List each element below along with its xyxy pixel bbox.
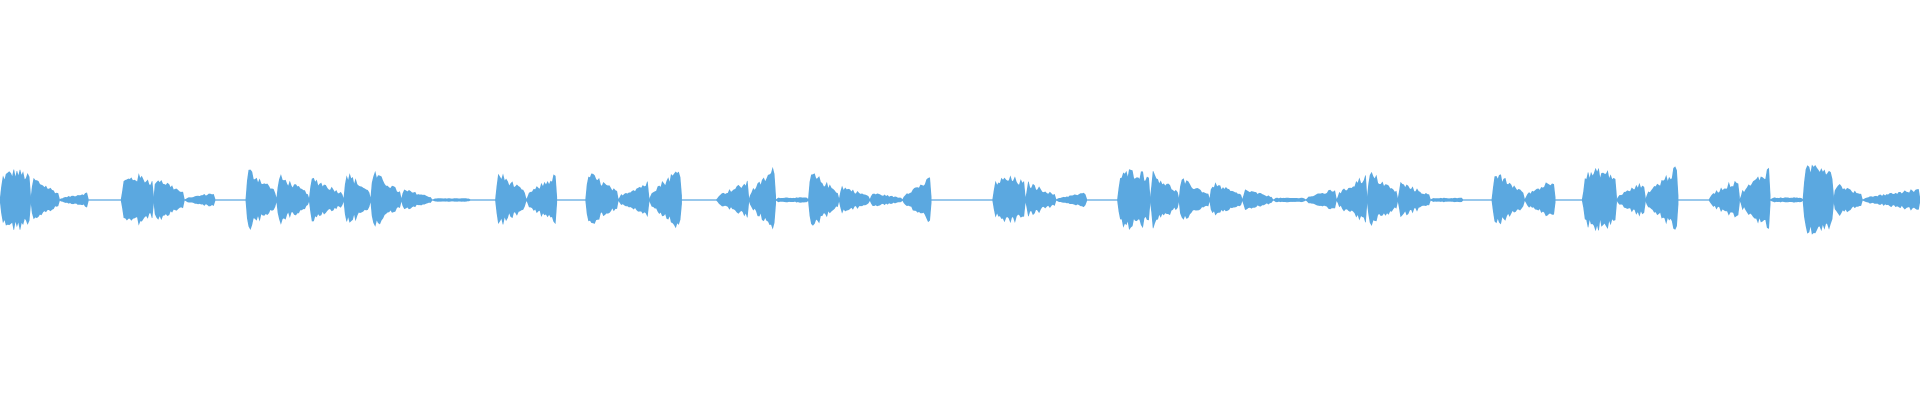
waveform-segment [1581, 167, 1617, 232]
waveform-segment [1616, 182, 1646, 217]
waveform-segment [992, 175, 1026, 224]
waveform-segments [0, 164, 1920, 235]
waveform-segment [838, 185, 871, 214]
waveform-segment [308, 177, 344, 222]
waveform-segment [748, 166, 776, 230]
waveform-segment [1397, 181, 1431, 218]
waveform-segment [1645, 166, 1679, 230]
waveform-segment [30, 177, 60, 220]
waveform-segment [1739, 167, 1771, 229]
waveform-segment [59, 192, 89, 208]
waveform-segment [153, 180, 185, 221]
waveform-segment [1769, 197, 1804, 203]
waveform-segment [1366, 171, 1399, 226]
waveform-segment [1241, 189, 1274, 211]
waveform-segment [495, 173, 527, 225]
waveform-segment [617, 181, 650, 218]
waveform-segment [1272, 197, 1306, 203]
waveform-segment [120, 173, 154, 226]
waveform-segment [1708, 180, 1740, 218]
waveform-segment [245, 169, 277, 230]
waveform-segment [585, 173, 619, 224]
waveform-segment [1429, 197, 1464, 203]
waveform-segment [775, 197, 809, 203]
waveform-segment [1305, 189, 1337, 210]
waveform-segment [343, 173, 371, 223]
waveform-segment [370, 170, 402, 227]
waveform-segment [1861, 189, 1920, 211]
waveform-segment [807, 173, 840, 226]
waveform-segment [1491, 174, 1525, 225]
waveform-segment [0, 169, 31, 230]
waveform-segment [525, 174, 558, 225]
waveform-segment [869, 193, 903, 207]
waveform-segment [648, 171, 682, 229]
waveform-segment [1524, 182, 1556, 217]
waveform-segment [276, 174, 310, 225]
waveform-segment [1178, 178, 1210, 220]
waveform-segment [1802, 164, 1834, 235]
waveform-segment [183, 193, 216, 207]
waveform-segment [902, 177, 932, 223]
waveform-segment [1335, 175, 1368, 223]
waveform-segment [400, 189, 433, 210]
waveform-segment [1833, 183, 1863, 217]
waveform-segment [1209, 182, 1243, 216]
waveform-segment [1024, 181, 1057, 217]
waveform-segment [1055, 192, 1087, 208]
waveform-segment [1117, 169, 1151, 230]
waveform-segment [715, 180, 750, 218]
waveform-segment [431, 198, 471, 202]
waveform-segment [1149, 171, 1180, 229]
